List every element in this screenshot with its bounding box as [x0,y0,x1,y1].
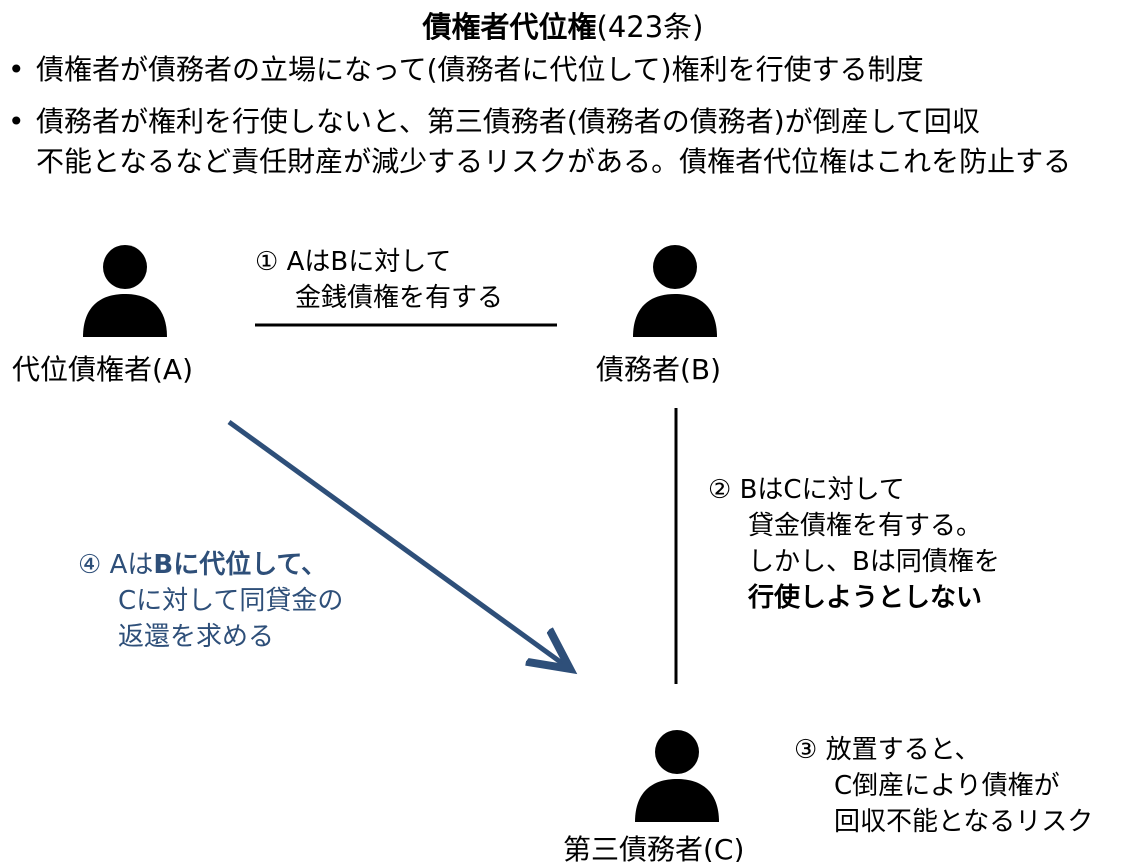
note-1: ① AはBに対して 金銭債権を有する [255,244,503,316]
arrow-a-to-c [227,419,566,666]
person-b-label: 債務者(B) [596,353,722,386]
person-a-label: 代位債権者(A) [12,353,194,386]
person-icon [635,730,719,822]
note-1-line-2: 金銭債権を有する [295,283,504,313]
note-4: ④ AはBに代位して、 Cに対して同貸金の 返還を求める [78,547,343,655]
bullet-2-line-2: 不能となるなど責任財産が減少するリスクがある。債権者代位権はこれを防止する [36,145,1072,178]
note-3-line-3: 回収不能となるリスク [834,807,1094,837]
note-1-line-1: ① AはBに対して [255,247,452,277]
note-4-line-3: 返還を求める [118,622,275,652]
note-4-emphasis: Bに代位して、 [153,550,328,580]
note-4-prefix: ④ Aは [78,550,154,580]
note-3-line-2: C倒産により債権が [834,771,1060,801]
person-icon [633,245,717,337]
note-4-line-1: ④ AはBに代位して、 [78,550,327,580]
bullet-2-line-1: 債務者が権利を行使しないと、第三債務者(債務者の債務者)が倒産して回収 [36,105,980,138]
title-rest: (423条) [596,10,704,44]
person-c-label: 第三債務者(C) [563,833,745,862]
bullet-1-line-1: 債権者が債務者の立場になって(債務者に代位して)権利を行使する制度 [36,53,924,86]
title-bold: 債権者代位権 [422,10,597,44]
note-3: ③ 放置すると、 C倒産により債権が 回収不能となるリスク [794,732,1093,840]
note-3-line-1: ③ 放置すると、 [794,735,981,765]
bullet-marker: • [8,105,25,138]
person-icon [83,245,167,337]
note-2-line-4: 行使しようとしない [748,583,983,613]
note-2-line-3: しかし、Bは同債権を [748,547,1000,577]
bullet-2: • 債務者が権利を行使しないと、第三債務者(債務者の債務者)が倒産して回収 不能と… [8,102,1071,182]
bullet-marker: • [8,53,25,86]
note-2-line-1: ② BはCに対して [708,475,905,505]
note-4-line-2: Cに対して同貸金の [118,586,344,616]
note-2-line-2: 貸金債権を有する。 [748,511,983,541]
note-2: ② BはCに対して 貸金債権を有する。 しかし、Bは同債権を 行使しようとしない [708,472,1000,616]
page-title: 債権者代位権(423条) [0,4,1126,46]
bullet-1: • 債権者が債務者の立場になって(債務者に代位して)権利を行使する制度 [8,50,924,90]
